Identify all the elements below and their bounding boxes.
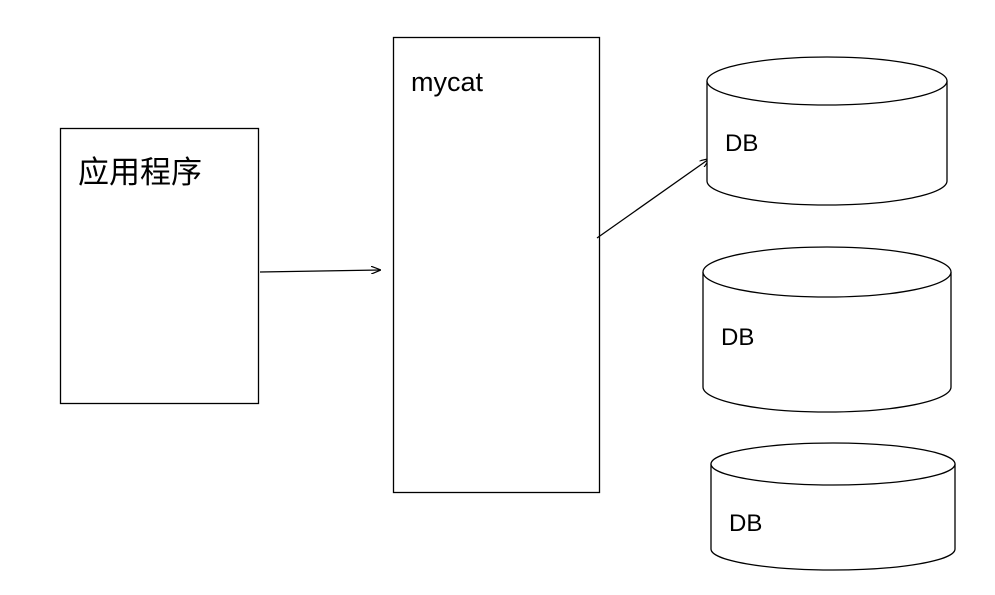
mycat-to-db-arrow — [596, 159, 709, 239]
db-label-3: DB — [729, 510, 763, 537]
app-box — [59, 127, 260, 405]
mycat-label: mycat — [411, 67, 484, 97]
db-cylinder-2 — [702, 246, 952, 413]
app-to-mycat-arrow — [259, 270, 380, 272]
db-cylinder-1 — [706, 56, 948, 206]
app-label: 应用程序 — [78, 155, 202, 191]
db-cylinder-3 — [710, 442, 956, 571]
db-label-1: DB — [725, 130, 759, 157]
mycat-box — [392, 36, 601, 494]
db-label-2: DB — [721, 324, 755, 351]
